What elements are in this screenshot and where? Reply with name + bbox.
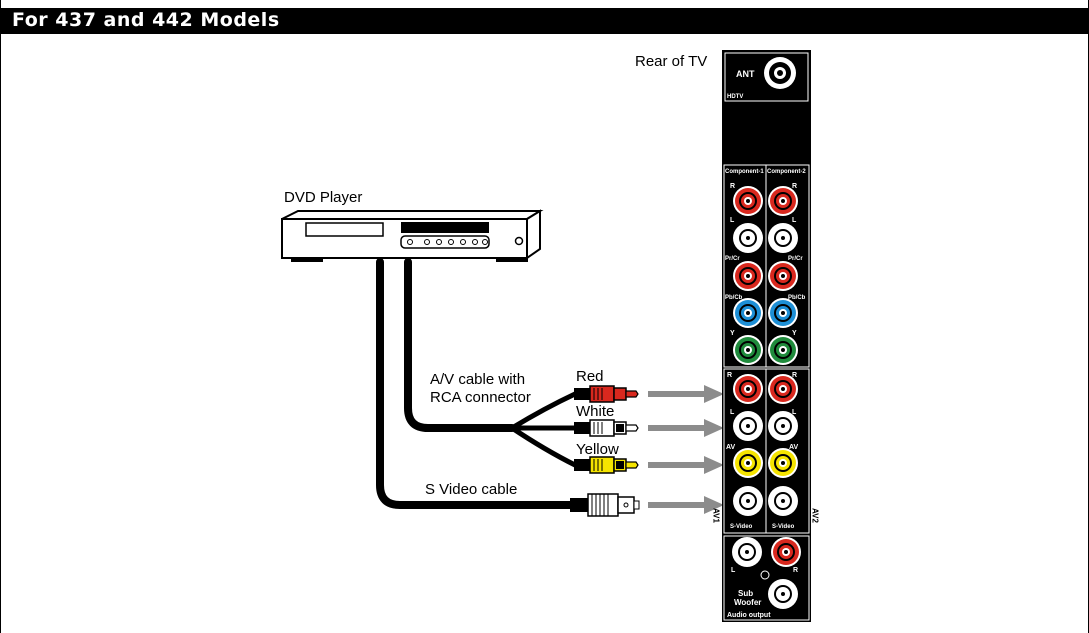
component1-l-jack bbox=[733, 223, 763, 253]
jacks bbox=[732, 186, 801, 609]
rca-plug-yellow bbox=[574, 456, 639, 474]
av2-av-label: AV bbox=[789, 444, 799, 451]
power-button bbox=[514, 236, 524, 246]
component2-y-jack bbox=[768, 335, 798, 365]
av-cable-label-line1: A/V cable with bbox=[430, 371, 525, 388]
red-branch bbox=[509, 391, 578, 431]
title-bar: For 437 and 442 Models bbox=[0, 8, 1089, 34]
comp1-pb-label: Pb/Cb bbox=[725, 295, 743, 301]
component1-pr-jack bbox=[733, 261, 763, 291]
av2-s-video-jack bbox=[768, 486, 798, 516]
comp2-pb-label: Pb/Cb bbox=[788, 295, 806, 301]
control-buttons bbox=[407, 239, 488, 245]
audio-r-label: R bbox=[793, 567, 798, 574]
component1-y-jack bbox=[733, 335, 763, 365]
foot-left bbox=[291, 258, 323, 262]
av1-video-jack bbox=[733, 448, 763, 478]
rear-of-tv-label: Rear of TV bbox=[635, 53, 707, 70]
ant-jack bbox=[764, 57, 796, 89]
component2-l-jack bbox=[768, 223, 798, 253]
sub-woofer-jack bbox=[768, 579, 798, 609]
yellow-label: Yellow bbox=[576, 441, 619, 458]
comp2-l-label: L bbox=[792, 217, 797, 224]
comp1-l-label: L bbox=[730, 217, 735, 224]
av1-side-label: AV1 bbox=[712, 508, 721, 524]
audio-l-label: L bbox=[731, 567, 736, 574]
arrow-yellow bbox=[648, 456, 724, 474]
av2-r-jack bbox=[768, 374, 798, 404]
arrow-white bbox=[648, 419, 724, 437]
display-panel bbox=[401, 222, 489, 233]
s-video-plug bbox=[570, 493, 640, 517]
av2-video-jack bbox=[768, 448, 798, 478]
cables bbox=[376, 258, 578, 509]
av1-s-video-jack bbox=[733, 486, 763, 516]
av1-r-jack bbox=[733, 374, 763, 404]
av-cable bbox=[404, 258, 516, 432]
av-cable-label-line2: RCA connector bbox=[430, 389, 531, 406]
audio-out-l-jack bbox=[732, 537, 762, 567]
hdtv-label: HDTV bbox=[727, 94, 743, 100]
sub-label: Sub bbox=[738, 589, 753, 598]
foot-right bbox=[496, 258, 528, 262]
s-video-cable-label: S Video cable bbox=[425, 481, 517, 498]
white-label: White bbox=[576, 403, 614, 420]
av1-l-jack bbox=[733, 411, 763, 441]
av2-l-jack bbox=[768, 411, 798, 441]
connection-arrows bbox=[648, 385, 724, 514]
comp1-y-label: Y bbox=[730, 330, 735, 337]
av2-s-video-label: S-Video bbox=[772, 524, 795, 530]
component2-pr-jack bbox=[768, 261, 798, 291]
audio-output-label: Audio output bbox=[727, 612, 771, 619]
dvd-player bbox=[281, 209, 544, 262]
comp2-y-label: Y bbox=[792, 330, 797, 337]
page-title: For 437 and 442 Models bbox=[12, 9, 280, 31]
component1-r-jack bbox=[733, 186, 763, 216]
arrow-s-video bbox=[648, 496, 724, 514]
dvd-player-label: DVD Player bbox=[284, 189, 362, 206]
rca-plug-red bbox=[574, 385, 639, 403]
comp2-pr-label: Pr/Cr bbox=[788, 256, 803, 262]
component2-pb-jack bbox=[768, 298, 798, 328]
comp1-pr-label: Pr/Cr bbox=[725, 256, 740, 262]
red-label: Red bbox=[576, 368, 604, 385]
arrow-red bbox=[648, 385, 724, 403]
av1-s-video-label: S-Video bbox=[730, 524, 753, 530]
rca-plug-white bbox=[574, 419, 639, 437]
av2-l-label: L bbox=[792, 409, 797, 416]
comp1-r-label: R bbox=[730, 183, 735, 190]
woofer-label: Woofer bbox=[734, 598, 761, 607]
yellow-branch bbox=[509, 425, 578, 468]
s-video-cable-line bbox=[376, 258, 575, 509]
tv-rear-panel: ANT HDTV Component-1 Component-2 R R L L… bbox=[712, 50, 820, 622]
av1-av-label: AV bbox=[726, 444, 736, 451]
disc-tray bbox=[305, 222, 384, 237]
ant-label: ANT bbox=[736, 69, 755, 79]
screw-hole bbox=[760, 570, 770, 580]
component-2-label: Component-2 bbox=[767, 169, 806, 175]
component1-pb-jack bbox=[733, 298, 763, 328]
audio-out-r-jack bbox=[771, 537, 801, 567]
comp2-r-label: R bbox=[792, 183, 797, 190]
av2-side-label: AV2 bbox=[811, 508, 820, 524]
component2-r-jack bbox=[768, 186, 798, 216]
component-1-label: Component-1 bbox=[725, 169, 764, 175]
av1-l-label: L bbox=[730, 409, 735, 416]
av2-r-label: R bbox=[792, 372, 797, 379]
av1-r-label: R bbox=[727, 372, 732, 379]
